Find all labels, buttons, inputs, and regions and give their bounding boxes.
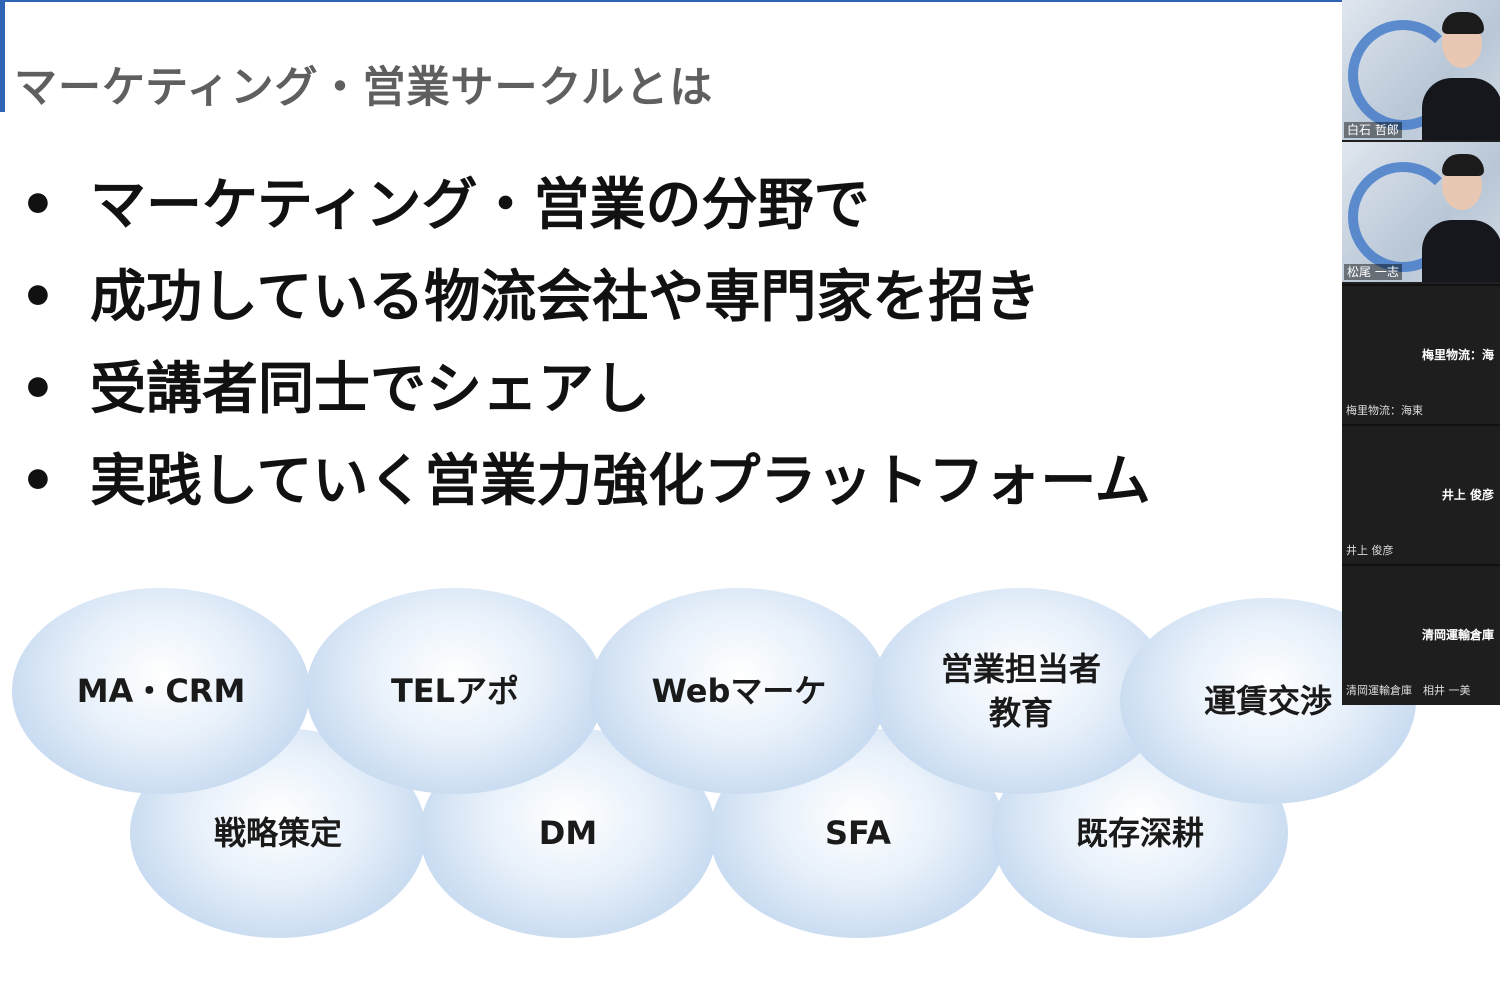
bullet-item: • 受講者同士でシェアし: [20, 344, 1151, 436]
participant-display-name: 梅里物流：海: [1421, 348, 1494, 362]
bullet-item: • マーケティング・営業の分野で: [20, 160, 1151, 252]
person-body: [1422, 78, 1500, 140]
person-hair: [1442, 12, 1484, 34]
person-body: [1422, 220, 1500, 282]
title-rule: [5, 0, 1342, 2]
bullet-dot: •: [20, 357, 56, 422]
participant-name: 白石 哲郎: [1344, 122, 1402, 138]
participant-name: 井上 俊彦: [1346, 544, 1394, 557]
presentation-slide: マーケティング・営業サークルとは • マーケティング・営業の分野で • 成功している…: [0, 0, 1342, 528]
bullet-text: マーケティング・営業の分野で: [90, 173, 870, 238]
bullet-text: 成功している物流会社や専門家を招き: [90, 265, 1041, 330]
bullet-dot: •: [20, 449, 56, 514]
bullet-text: 受講者同士でシェアし: [90, 357, 650, 422]
flag-graphic: [1348, 162, 1458, 272]
participant-name: 松尾 一志: [1344, 264, 1402, 280]
participant-display-name: 清岡運輸倉庫: [1421, 628, 1494, 642]
participant-text-tile[interactable]: 井上 俊彦 井上 俊彦: [1342, 424, 1500, 566]
participant-panel: 白石 哲郎 松尾 一志 梅里物流：海 梅里物流：海東 井上 俊彦 井上 俊彦 清…: [1342, 0, 1500, 705]
participant-text-tile[interactable]: 梅里物流：海 梅里物流：海東: [1342, 284, 1500, 426]
flag-graphic: [1348, 20, 1458, 130]
participant-text-tile[interactable]: 清岡運輸倉庫 清岡運輸倉庫 相井 一美: [1342, 564, 1500, 705]
participant-name: 梅里物流：海東: [1346, 404, 1423, 417]
bullet-dot: •: [20, 265, 56, 330]
person-hair: [1442, 154, 1484, 176]
bullet-dot: •: [20, 173, 56, 238]
bullet-list: • マーケティング・営業の分野で • 成功している物流会社や専門家を招き • 受講者同…: [20, 160, 1151, 528]
bullet-item: • 成功している物流会社や専門家を招き: [20, 252, 1151, 344]
slide-title: マーケティング・営業サークルとは: [14, 63, 714, 113]
participant-video-tile[interactable]: 白石 哲郎: [1342, 0, 1500, 140]
bullet-item: • 実践していく営業力強化プラットフォーム: [20, 436, 1151, 528]
bullet-text: 実践していく営業力強化プラットフォーム: [90, 449, 1151, 514]
participant-name: 清岡運輸倉庫 相井 一美: [1346, 684, 1471, 697]
participant-video-tile[interactable]: 松尾 一志: [1342, 142, 1500, 282]
participant-display-name: 井上 俊彦: [1441, 488, 1494, 502]
title-accent-bar: [0, 0, 5, 112]
